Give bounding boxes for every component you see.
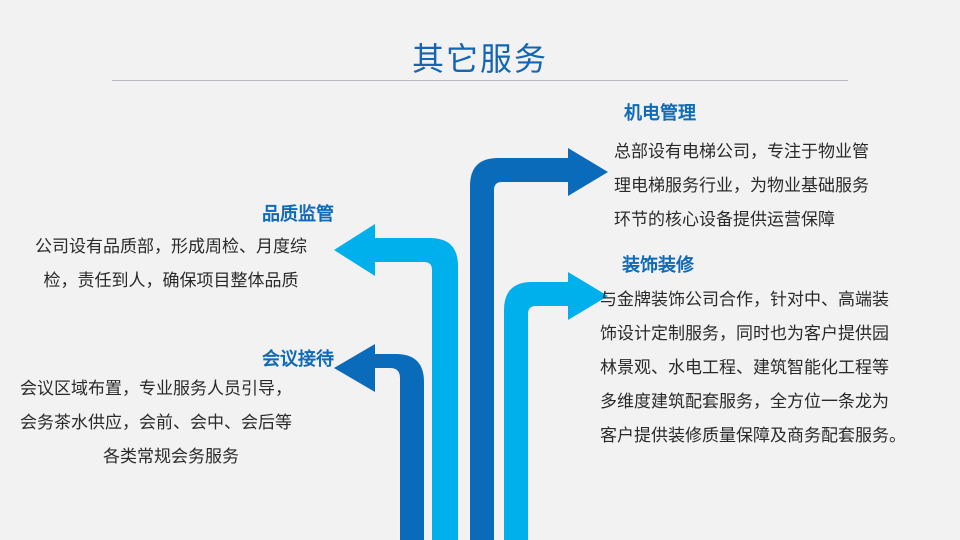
- mep-line: 总部设有电梯公司，专注于物业管: [614, 142, 869, 162]
- quality-line: 公司设有品质部，形成周检、月度综: [35, 237, 307, 257]
- deco-line: 客户提供装修质量保障及商务配套服务。: [600, 426, 906, 446]
- deco-line: 与金牌装饰公司合作，针对中、高端装: [600, 290, 889, 310]
- meeting-line: 会议区域布置，专业服务人员引导，: [20, 379, 292, 399]
- page-title: 其它服务: [411, 40, 548, 78]
- mep-description: 总部设有电梯公司，专注于物业管 理电梯服务行业，为物业基础服务 环节的核心设备提…: [614, 135, 914, 237]
- meeting-line: 各类常规会务服务: [103, 447, 239, 467]
- mep-heading: 机电管理: [624, 103, 696, 124]
- deco-description: 与金牌装饰公司合作，针对中、高端装 饰设计定制服务，同时也为客户提供园 林景观、…: [600, 283, 940, 453]
- meeting-description: 会议区域布置，专业服务人员引导， 会务茶水供应，会前、会中、会后等 各类常规会务…: [20, 372, 322, 474]
- meeting-line: 会务茶水供应，会前、会中、会后等: [20, 413, 292, 433]
- deco-line: 饰设计定制服务，同时也为客户提供园: [600, 324, 889, 344]
- arrow-meeting: [334, 344, 424, 540]
- arrow-mep: [470, 148, 608, 540]
- deco-line: 多维度建筑配套服务，全方位一条龙为: [600, 392, 889, 412]
- quality-description: 公司设有品质部，形成周检、月度综 检，责任到人，确保项目整体品质: [20, 230, 322, 298]
- mep-line: 理电梯服务行业，为物业基础服务: [614, 176, 869, 196]
- arrow-quality: [334, 224, 458, 540]
- deco-line: 林景观、水电工程、建筑智能化工程等: [600, 358, 889, 378]
- title-divider: [112, 80, 848, 81]
- mep-line: 环节的核心设备提供运营保障: [614, 210, 835, 230]
- deco-heading: 装饰装修: [622, 255, 694, 276]
- quality-heading: 品质监管: [262, 204, 334, 225]
- arrow-deco: [504, 272, 608, 540]
- quality-line: 检，责任到人，确保项目整体品质: [43, 271, 299, 291]
- meeting-heading: 会议接待: [262, 349, 334, 370]
